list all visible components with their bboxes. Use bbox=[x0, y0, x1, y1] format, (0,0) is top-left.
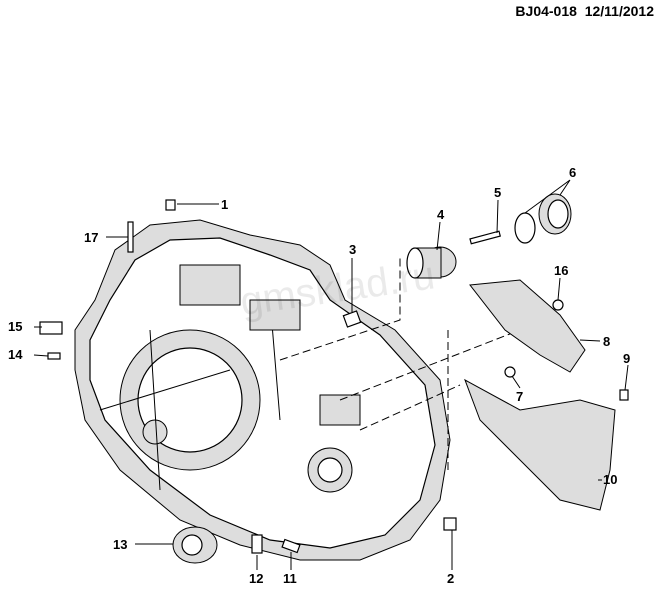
callout-10: 10 bbox=[603, 472, 617, 487]
part-5-bolt bbox=[469, 230, 502, 245]
part-1-plug bbox=[165, 199, 176, 211]
part-3-plug bbox=[342, 310, 362, 328]
part-10-cover bbox=[464, 378, 616, 511]
callout-1: 1 bbox=[221, 197, 228, 212]
diagram-code: BJ04-018 bbox=[515, 3, 577, 19]
callout-12: 12 bbox=[249, 571, 263, 586]
part-14-screw bbox=[47, 352, 61, 360]
diagram-date: 12/11/2012 bbox=[584, 3, 654, 19]
part-17-pin bbox=[127, 221, 134, 253]
part-7-nut bbox=[504, 366, 516, 378]
callout-13: 13 bbox=[113, 537, 127, 552]
callout-5: 5 bbox=[494, 185, 501, 200]
parts bbox=[39, 193, 629, 564]
callout-7: 7 bbox=[516, 389, 523, 404]
callout-11: 11 bbox=[283, 571, 297, 586]
callout-16: 16 bbox=[554, 263, 568, 278]
part-15-sleeve bbox=[39, 321, 63, 335]
callout-6: 6 bbox=[569, 165, 576, 180]
diagram-header: BJ04-018 12/11/2012 bbox=[515, 3, 654, 19]
part-6-ring bbox=[514, 212, 536, 244]
part-2-plug bbox=[443, 517, 457, 531]
part-9-bolt bbox=[619, 389, 629, 401]
callout-8: 8 bbox=[603, 334, 610, 349]
part-12-plug bbox=[251, 534, 263, 554]
callout-4: 4 bbox=[437, 207, 445, 222]
callout-14: 14 bbox=[8, 347, 23, 362]
part-11-bolt bbox=[281, 538, 301, 554]
callout-15: 15 bbox=[8, 319, 22, 334]
part-4-piston bbox=[406, 246, 457, 279]
callout-3: 3 bbox=[349, 242, 356, 257]
part-16-nut bbox=[552, 299, 564, 311]
part-8-bracket bbox=[469, 279, 586, 373]
callout-17: 17 bbox=[84, 230, 98, 245]
callout-9: 9 bbox=[623, 351, 630, 366]
callout-2: 2 bbox=[447, 571, 454, 586]
